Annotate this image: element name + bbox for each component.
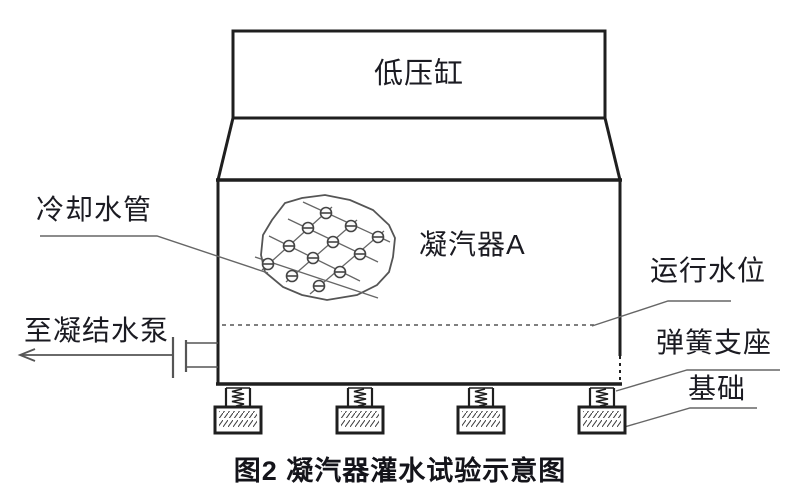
outlet-pipe [171, 337, 218, 378]
leader-lines [40, 235, 780, 429]
leader-foundation [620, 407, 757, 429]
spring-unit-2 [335, 386, 385, 435]
arrowhead-left [17, 348, 36, 362]
to-condensate-pump-label: 至凝结水泵 [24, 315, 170, 346]
foundation-label: 基础 [688, 373, 747, 404]
spring-supports-and-foundations [213, 386, 627, 435]
water-level-label: 运行水位 [650, 255, 767, 286]
spring-unit-3 [456, 386, 506, 435]
condenser-label: 凝汽器A [419, 229, 526, 260]
low-pressure-cylinder-label: 低压缸 [373, 57, 464, 90]
spring-unit-1 [213, 386, 263, 435]
outlet-arrow [17, 348, 173, 362]
spring-unit-4 [577, 386, 627, 435]
leader-spring-support [615, 369, 780, 392]
low-pressure-cylinder-box [231, 29, 607, 120]
cooling-pipe-label: 冷却水管 [36, 194, 153, 225]
leader-water-level [591, 300, 731, 327]
neck-transition [216, 117, 622, 182]
tube-circles [261, 206, 385, 293]
figure-caption: 图2 凝汽器灌水试验示意图 [233, 456, 567, 486]
condenser-shell [216, 180, 622, 386]
leader-cooling-pipe [40, 235, 269, 274]
spring-support-label: 弹簧支座 [656, 327, 773, 358]
tube-bundle [254, 194, 396, 301]
